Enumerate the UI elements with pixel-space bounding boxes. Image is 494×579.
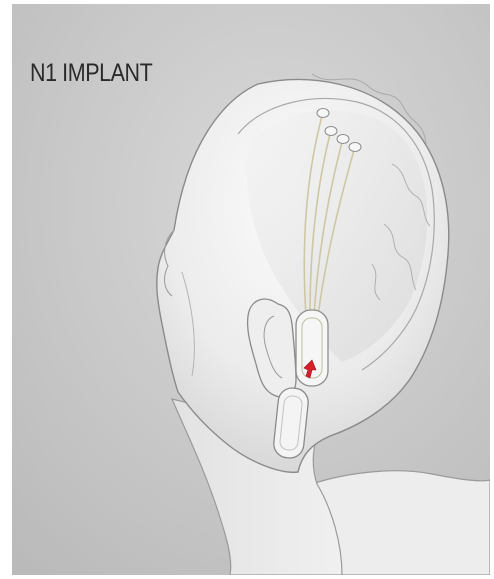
electrode-node-icon [317, 109, 329, 118]
electrode-node-icon [349, 143, 361, 152]
electrode-node-icon [325, 127, 337, 136]
implant-capsule [296, 310, 328, 386]
n1-implant-diagram [12, 4, 490, 575]
electrode-node-icon [337, 135, 349, 144]
illustration-panel: N1 IMPLANT [12, 4, 490, 575]
page-title: N1 IMPLANT [30, 59, 152, 88]
